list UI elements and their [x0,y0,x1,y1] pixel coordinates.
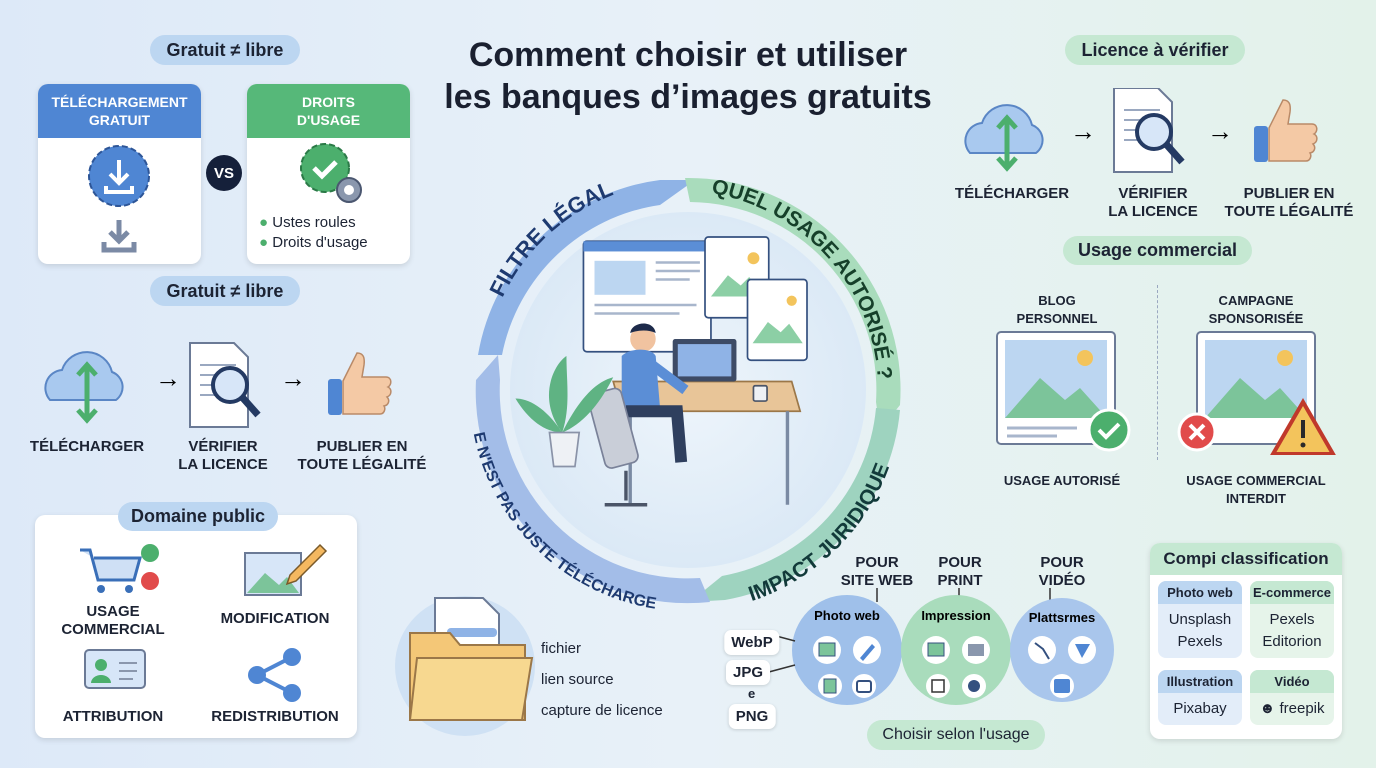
folder-labels: fichier lien source capture de licence [541,640,663,719]
arrow-icon: → [1207,116,1233,146]
page-title: Comment choisir et utiliser les banques … [444,36,932,116]
check-item: ● Droits d'usage [259,234,368,251]
gear-check-icon [300,143,362,203]
domaine-public-pill: Domaine public [118,502,278,531]
gratuit-libre-pill: Gratuit ≠ libre [150,35,300,65]
gratuit-libre-pill-2: Gratuit ≠ libre [150,276,300,306]
format-separator: e [748,686,756,701]
check-circle-icon: ● [259,234,269,251]
download-badge-icon [88,145,150,253]
image-icon [927,642,945,657]
freepik-logo-icon: ☻ [1259,700,1276,717]
cycle-segment-impact [690,408,900,602]
image-file-icon [823,678,837,694]
licence-verifier-pill: Licence à vérifier [1065,35,1245,65]
cart-icon [80,544,159,593]
circle-photo-web [792,595,902,705]
circle-label-plateformes: Plattsrmes [1029,610,1095,625]
crop-icon [931,679,945,693]
cycle-segment-filtre [478,180,695,355]
folder-illustration [395,596,535,736]
classification-title: Compi classification [1150,543,1342,575]
format-png: PNG [728,704,776,729]
format-webp: WebP [724,630,780,655]
right-flow-icons: → → [964,88,1318,173]
public-item-redistribution: REDISTRIBUTION [211,708,339,725]
check-item: ● Ustes roules [259,214,356,231]
pencil-icon [860,644,875,661]
class-cell-video: Vidéo☻ freepik [1250,670,1334,725]
arrow-icon: → [280,363,306,393]
svg-text:Plattsrmes: Plattsrmes [1029,610,1095,625]
person-at-desk-illustration [515,236,808,507]
public-item-attribution: ATTRIBUTION [62,708,164,725]
cloud-upload-download-icon [964,104,1044,172]
usage-circles: Photo web Impression Plattsrmes [770,588,1114,705]
choisir-usage-pill: Choisir selon l'usage [867,720,1045,750]
thumbs-up-icon [1254,99,1318,162]
image-icon [818,642,836,657]
path-icon [1034,642,1050,660]
check-circle-icon [1087,408,1131,452]
arrow-icon: → [1070,116,1096,146]
circle-label-photo-web: Photo web [814,608,880,623]
usage-autorise-label: USAGE AUTORISÉ [1003,473,1121,488]
document-magnifier-icon [189,342,261,428]
left-flow-icons: → → [44,342,392,428]
cycle-segment-usage [685,177,901,430]
circle-impression [901,595,1011,705]
divider [1157,285,1158,460]
cycle-diagram: FILTRE LÉGAL QUEL USAGE AUTORISÉ ? IMPAC… [440,140,901,613]
robot-icon [968,680,980,692]
right-step-download: TÉLÉCHARGER [954,185,1070,202]
warning-icon [1270,397,1336,455]
printer-icon [968,644,984,656]
id-card-icon [84,649,146,689]
share-icon [248,648,301,702]
svg-text:Photo web: Photo web [814,608,880,623]
camera-icon [856,680,872,693]
send-icon [1075,644,1090,658]
usage-commercial-pill: Usage commercial [1063,236,1252,265]
cloud-upload-download-icon [44,351,124,424]
svg-text:Impression: Impression [921,608,990,623]
circle-plateformes [1010,598,1114,702]
vs-badge: VS [206,155,242,191]
usage-examples-icons [996,331,1336,455]
error-circle-icon [1177,412,1217,452]
circle-label-impression: Impression [921,608,990,623]
arrow-icon: → [155,363,181,393]
check-circle-icon: ● [259,214,269,231]
image-pencil-icon [244,543,328,596]
format-jpg: JPG [725,660,771,685]
cycle-segment-telecharger [475,355,710,604]
flow-step-download: TÉLÉCHARGER [29,438,145,455]
public-item-modification: MODIFICATION [220,610,330,627]
document-magnifier-icon [1113,88,1185,173]
thumbs-up-icon [328,352,392,415]
video-play-icon [1054,679,1070,693]
